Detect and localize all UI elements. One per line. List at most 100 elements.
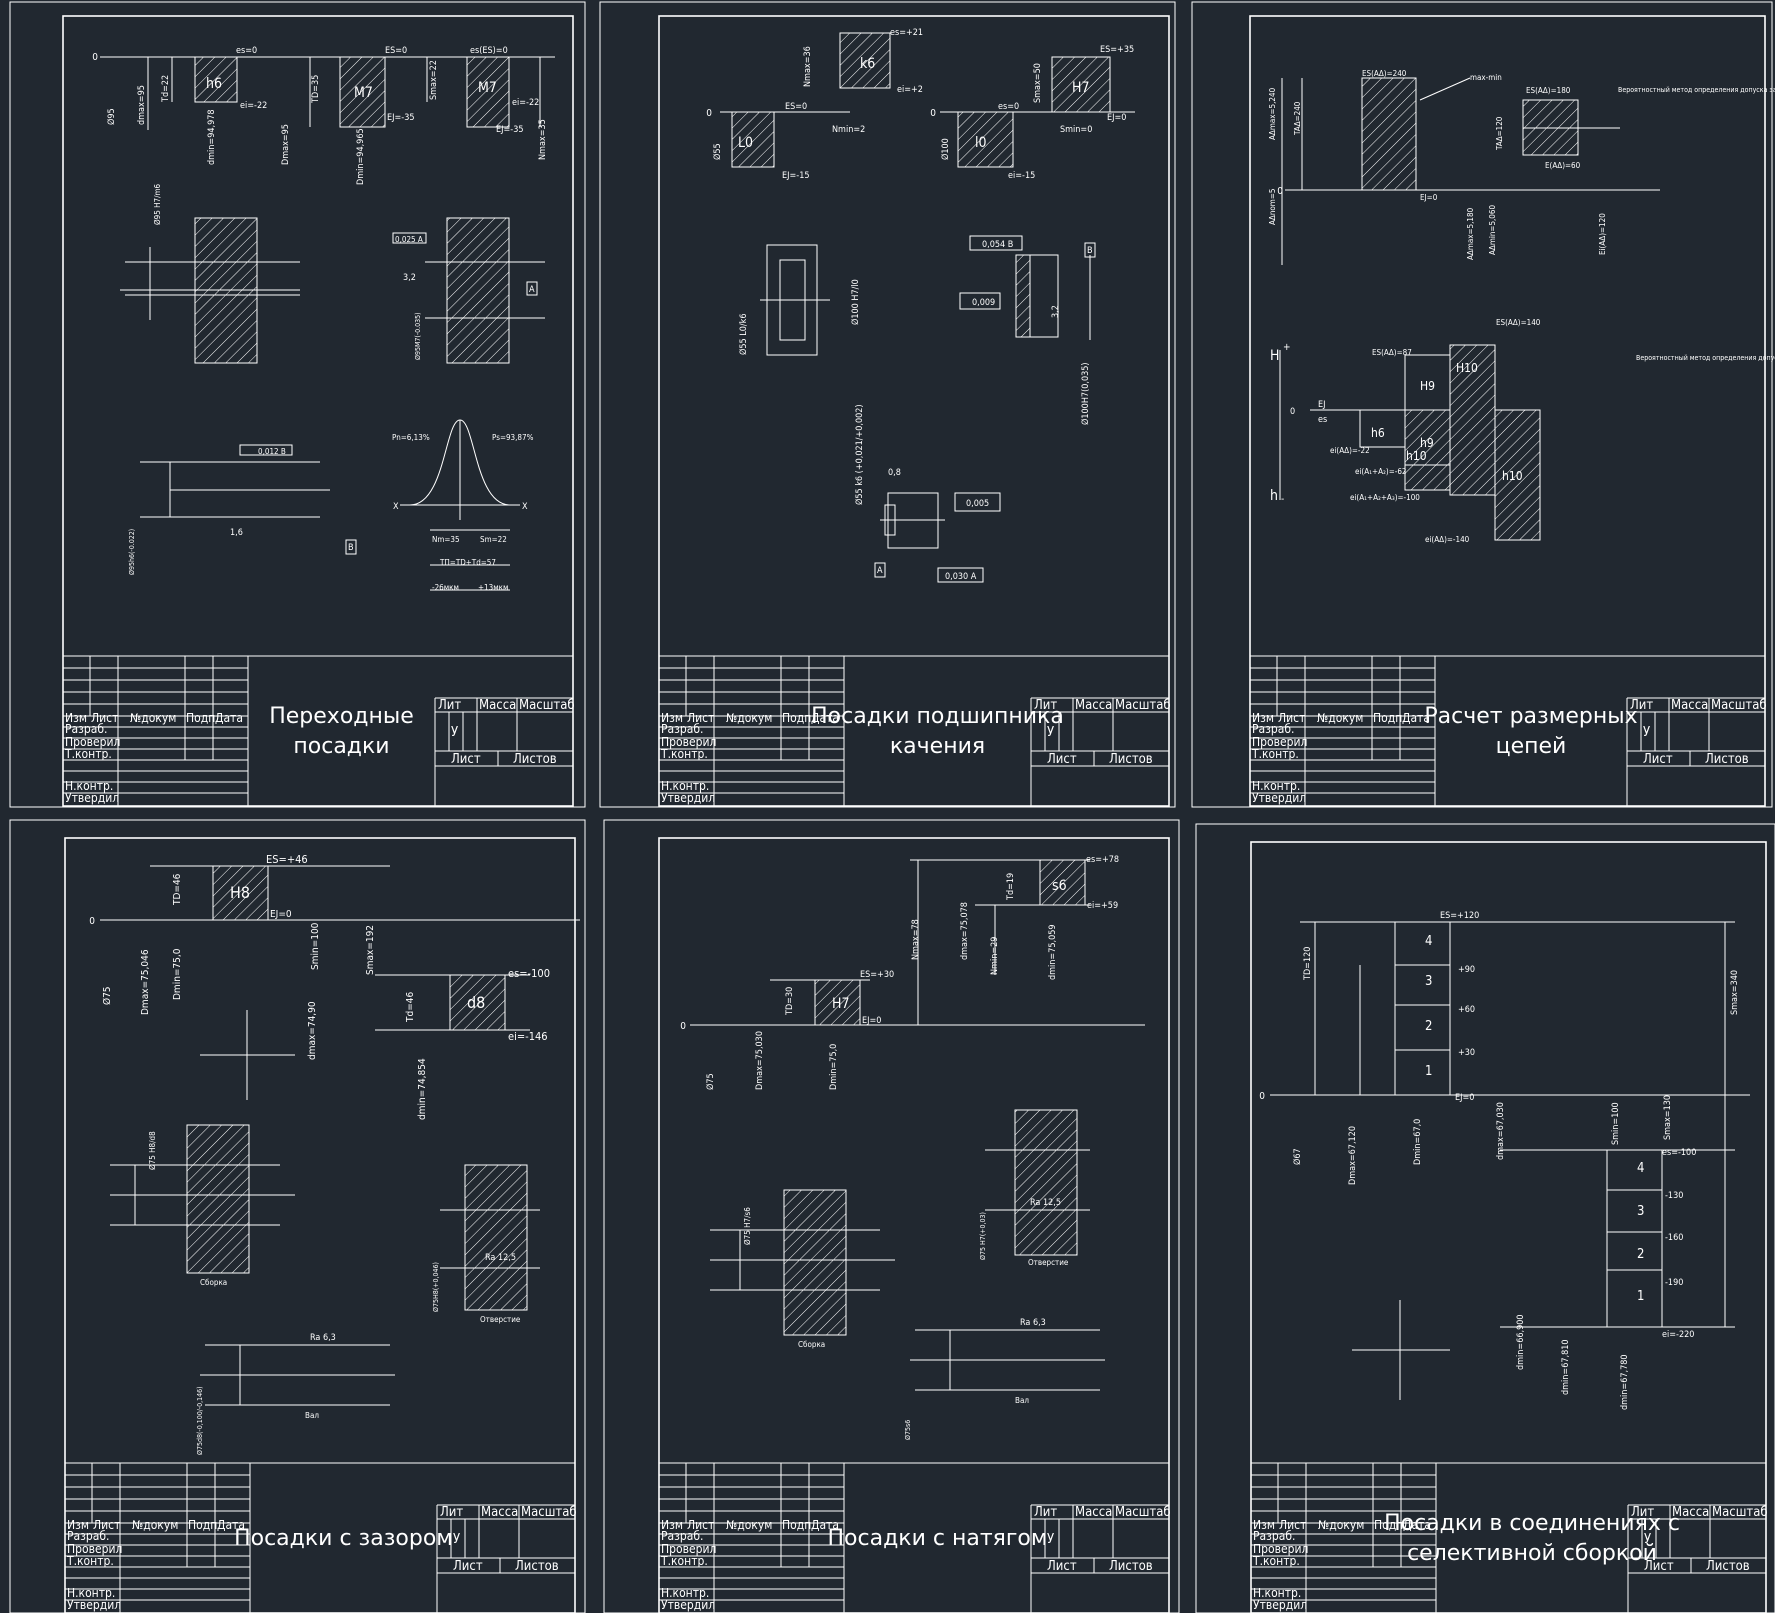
sheet-title: Посадки подшипника: [811, 704, 1064, 729]
sheet-outer-border: [1191, 1, 1773, 808]
flat-frame: [959, 292, 1001, 310]
label: 1,6: [230, 528, 243, 538]
label: Ø55 k6 (+0,021/+0,002): [854, 404, 865, 505]
label: Ø75H8(+0,046): [432, 1262, 440, 1312]
label: Лит: [1631, 1505, 1654, 1520]
label: Подп: [186, 711, 215, 725]
label: Утвердил: [1253, 1598, 1307, 1612]
label: Проверил: [661, 735, 716, 749]
sheet-title: Посадки с натягом: [828, 1526, 1048, 1551]
label: Н.контр.: [65, 779, 113, 793]
label: Ra 12,5: [485, 1253, 516, 1263]
label: ei=-22: [512, 98, 539, 108]
hatched-zone: [957, 111, 1014, 168]
label: dmax=95: [137, 85, 147, 125]
label: У: [1643, 725, 1650, 740]
label: EJ=-15: [782, 171, 810, 181]
label: Дата: [1402, 711, 1430, 725]
label: Лит: [440, 1505, 463, 1520]
label: B: [1087, 246, 1093, 256]
label: h6: [1371, 426, 1385, 440]
label: 0,054 B: [982, 240, 1013, 250]
label: Подп: [782, 1518, 811, 1532]
label: У: [453, 1532, 460, 1547]
label: Сборка: [200, 1277, 227, 1287]
sheet-frame: [64, 837, 576, 1613]
label: 0: [1277, 186, 1283, 197]
label: Подп: [1374, 1518, 1403, 1532]
label: 0: [680, 1021, 686, 1032]
label: dmin=66,900: [1516, 1314, 1526, 1370]
label: +13мкм: [478, 583, 508, 592]
sheet-frame: [1250, 841, 1767, 1613]
label: ES=0: [785, 102, 807, 112]
label: У: [1644, 1532, 1651, 1547]
label: Дата: [811, 711, 839, 725]
label: Dmax=75,046: [140, 949, 151, 1015]
label: 0: [92, 52, 98, 63]
hatched-zone: [1361, 77, 1417, 191]
label: Изм: [1253, 1518, 1275, 1532]
hatched-zone: [839, 32, 891, 89]
label: Разраб.: [1252, 722, 1294, 736]
sheet-6-content: 04321ES=+120EJ=0+90+60+304321es=-100-130…: [1259, 911, 1750, 1410]
label: Масса: [1672, 1505, 1709, 1520]
sheet-frame: [658, 15, 1170, 807]
label: ei=-220: [1662, 1330, 1694, 1340]
label: Масштаб: [521, 1505, 577, 1520]
label: -190: [1665, 1278, 1683, 1288]
label: Лист: [93, 1518, 120, 1532]
label: Н.контр.: [1253, 1586, 1301, 1600]
label: Td=19: [1006, 873, 1016, 901]
label: Дата: [811, 1518, 839, 1532]
label: Dmax=67,120: [1348, 1126, 1358, 1185]
label: Лист: [453, 1559, 483, 1574]
label: Лит: [438, 698, 461, 713]
label: Вероятностный метод определения допусков…: [1636, 354, 1775, 362]
label: h6: [206, 76, 222, 92]
label: Ø100 H7/l0: [850, 279, 861, 325]
label: Листов: [1109, 752, 1153, 767]
label: Лист: [1047, 1559, 1077, 1574]
label: Масса: [481, 1505, 518, 1520]
sheet-title: качения: [890, 734, 985, 759]
label: Т.контр.: [660, 747, 708, 761]
sheet-title: Посадки в соединениях с: [1384, 1511, 1680, 1536]
label: d8: [467, 993, 485, 1012]
sheet-title: Посадки с зазором: [234, 1526, 453, 1551]
label: ES=+35: [1100, 45, 1134, 55]
label: 3: [1637, 1204, 1644, 1219]
sheet-title: посадки: [293, 734, 389, 759]
datum-box: [526, 281, 538, 296]
label: Ø75s6: [904, 1420, 912, 1440]
hatched-zone: [1014, 1109, 1078, 1256]
hatched-zone: [464, 1164, 528, 1311]
label: Масса: [1075, 1505, 1112, 1520]
label: EJ=-35: [387, 113, 415, 123]
label: A: [529, 285, 535, 295]
label: EJ=0: [1420, 193, 1438, 202]
label: EJ=-35: [496, 125, 524, 135]
hatched-zone: [1015, 254, 1031, 338]
label: 0: [706, 108, 712, 119]
label: es=0: [998, 102, 1019, 112]
label: +90: [1458, 965, 1475, 975]
rect: [1359, 409, 1406, 448]
label: Smax=22: [429, 60, 439, 100]
label: 0,030 A: [945, 572, 977, 582]
label: l0: [975, 135, 987, 151]
label: 2: [1637, 1247, 1644, 1262]
label: ei(AΔ)=-140: [1425, 535, 1470, 544]
label: Вероятностный метод определения допуска …: [1618, 86, 1775, 94]
label: AΔnom=5: [1268, 189, 1277, 225]
label: Масса: [1671, 698, 1708, 713]
hatched-zone: [466, 56, 510, 128]
label: 0: [89, 916, 95, 927]
label: dmax=74,90: [307, 1001, 318, 1060]
sheet-title: селективной сборкой: [1407, 1541, 1657, 1566]
label: Лит: [1034, 1505, 1057, 1520]
label: ES=+30: [860, 970, 894, 980]
